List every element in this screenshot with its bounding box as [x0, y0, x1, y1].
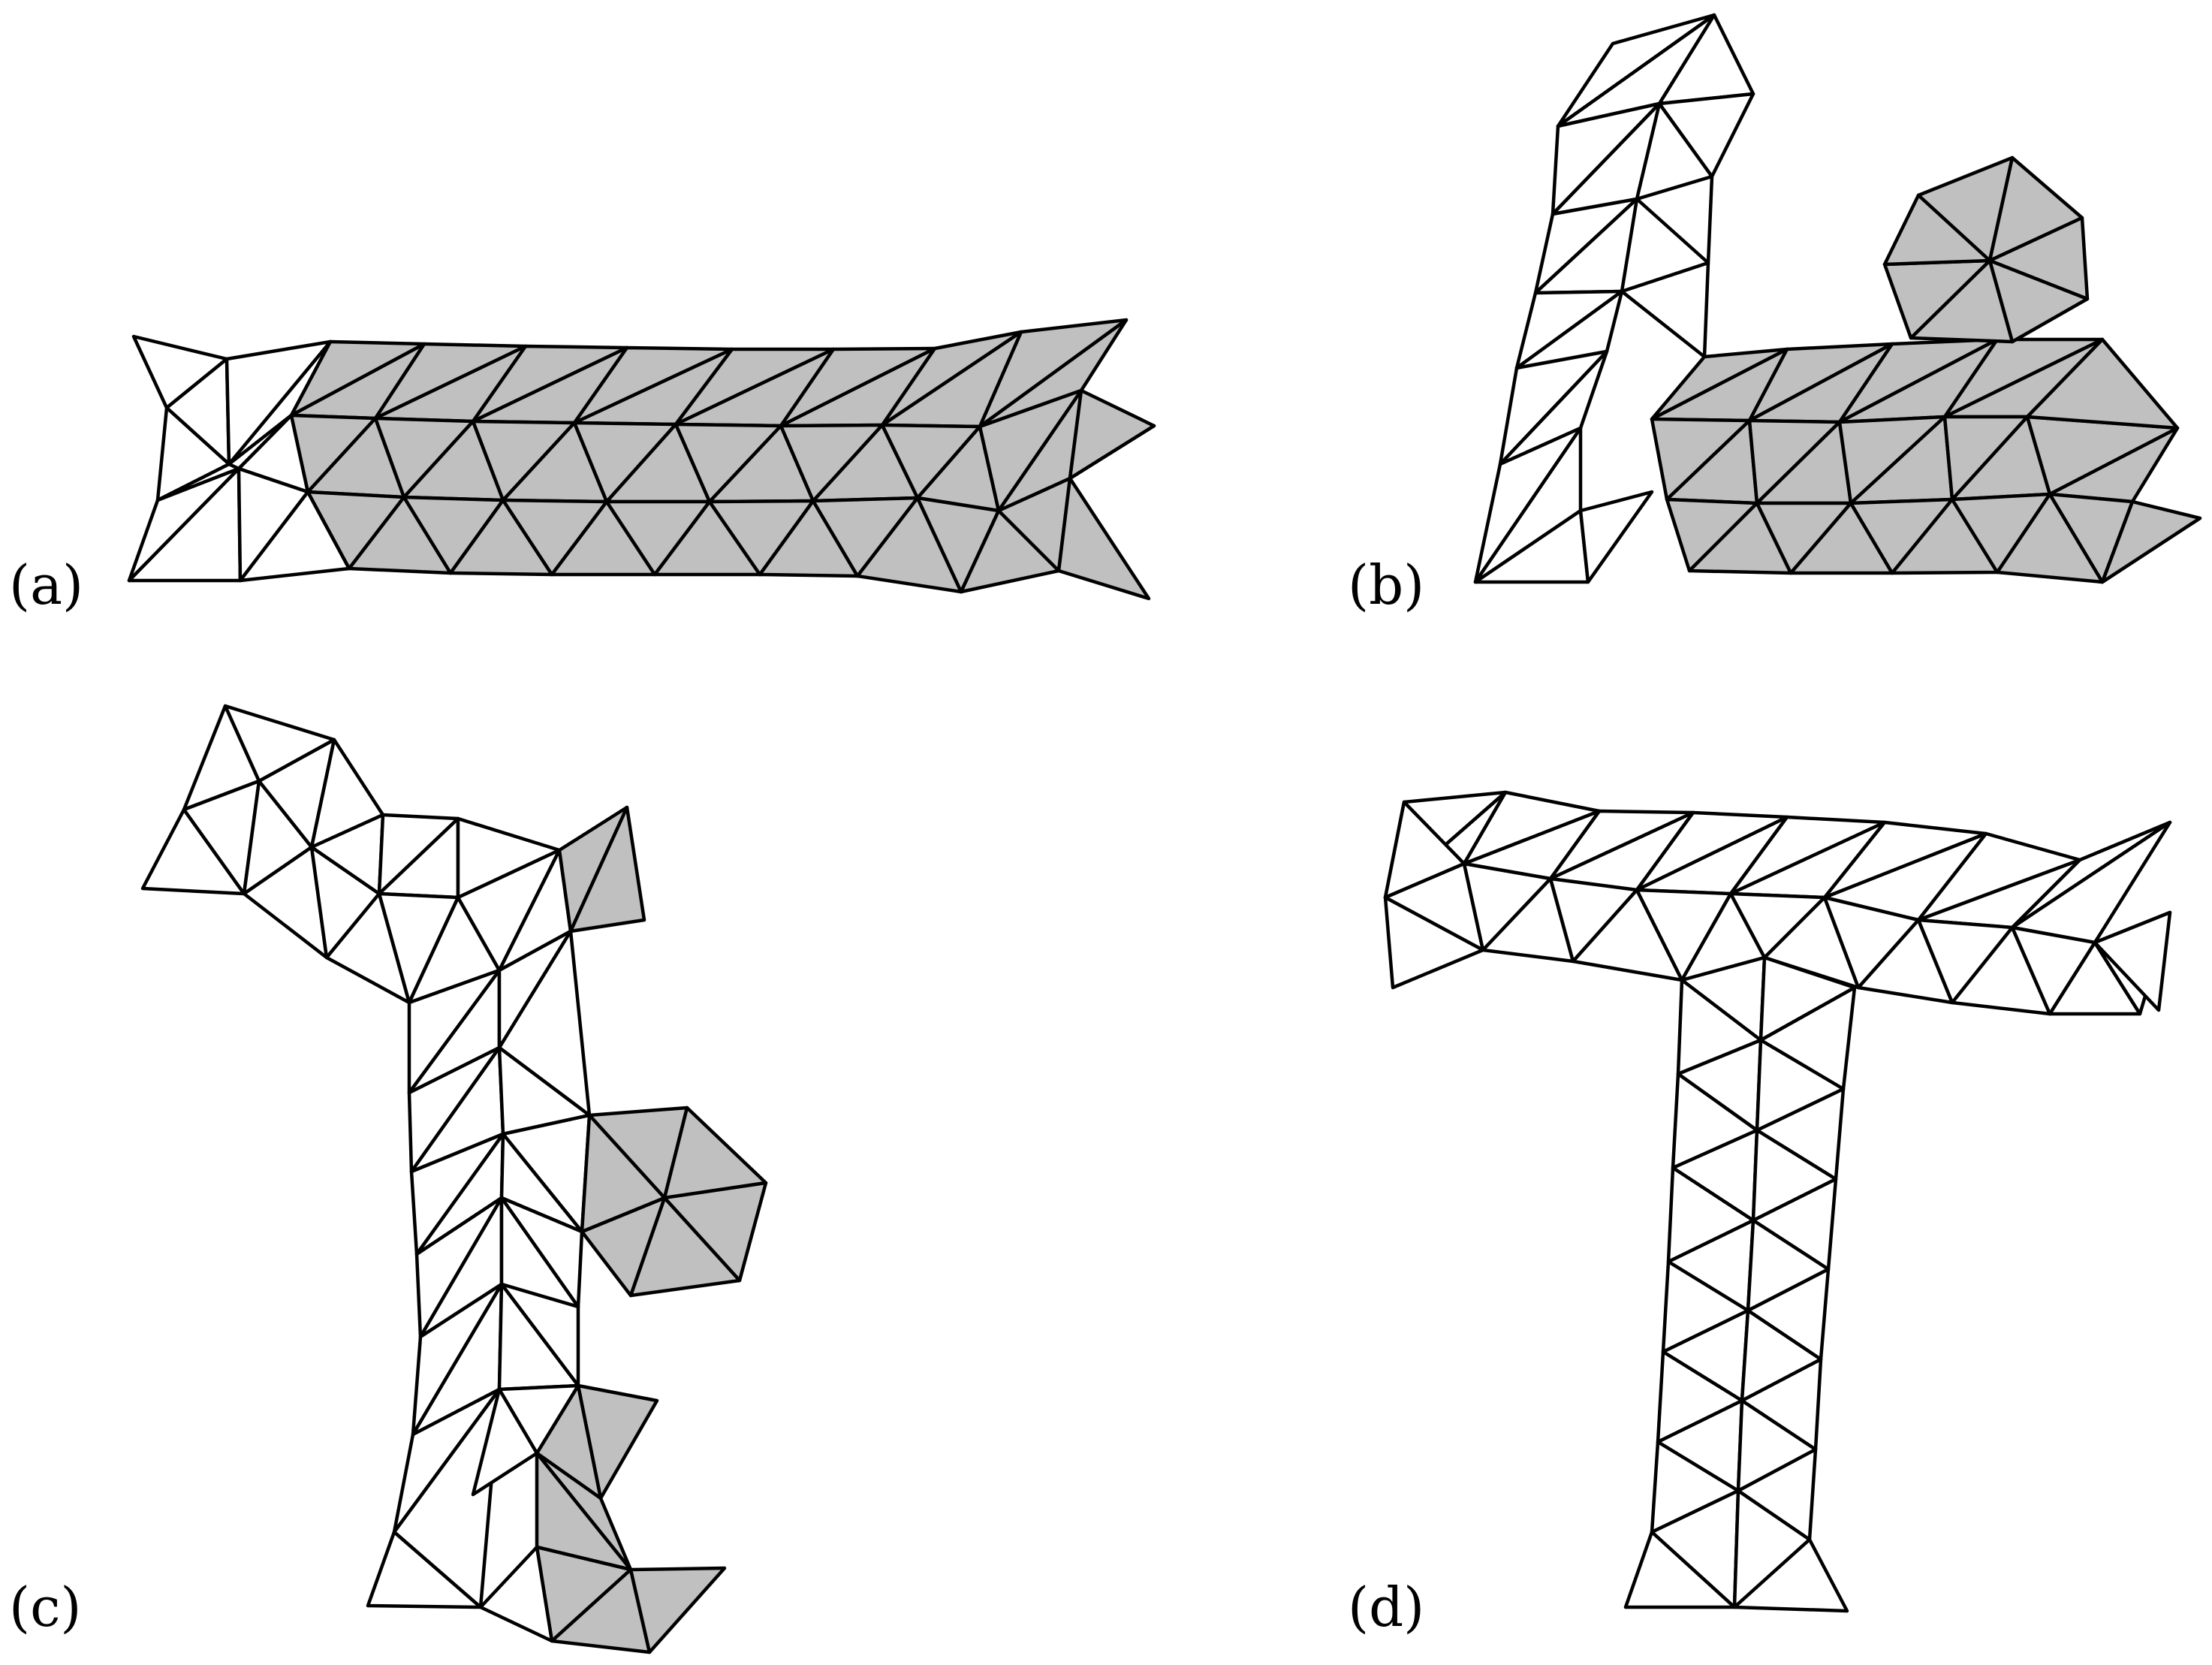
mesh-triangle [1578, 490, 1654, 584]
mesh-triangle [1623, 1530, 1737, 1609]
mesh-triangle [1383, 895, 1485, 990]
mesh-triangle [1620, 261, 1710, 359]
mesh-triangle [2100, 499, 2202, 584]
mesh-triangle [478, 1545, 554, 1643]
panel-label-d: (d) [1348, 1576, 1424, 1639]
mesh-triangle [1635, 174, 1714, 265]
mesh-triangle [580, 1113, 667, 1234]
mesh-triangle [1732, 1537, 1849, 1613]
panel-label-b: (b) [1348, 553, 1424, 617]
mesh-triangle [366, 1530, 483, 1609]
panel-label-c: (c) [9, 1576, 82, 1639]
mesh-triangle [2025, 337, 2180, 430]
panel-c-mesh [140, 704, 768, 1654]
panel-a-mesh [127, 318, 1156, 601]
mesh-triangle [2093, 910, 2172, 1012]
mesh-triangle [1882, 193, 1992, 267]
mesh-triangle [1657, 92, 1755, 179]
mesh-triangle [628, 1566, 727, 1654]
mesh-triangle [471, 1387, 539, 1497]
mesh-triangle [568, 805, 646, 934]
mesh-triangle [1056, 476, 1151, 601]
panel-label-a: (a) [9, 553, 83, 617]
panel-d-mesh [1383, 790, 2172, 1613]
panel-b-mesh [1473, 13, 2202, 584]
